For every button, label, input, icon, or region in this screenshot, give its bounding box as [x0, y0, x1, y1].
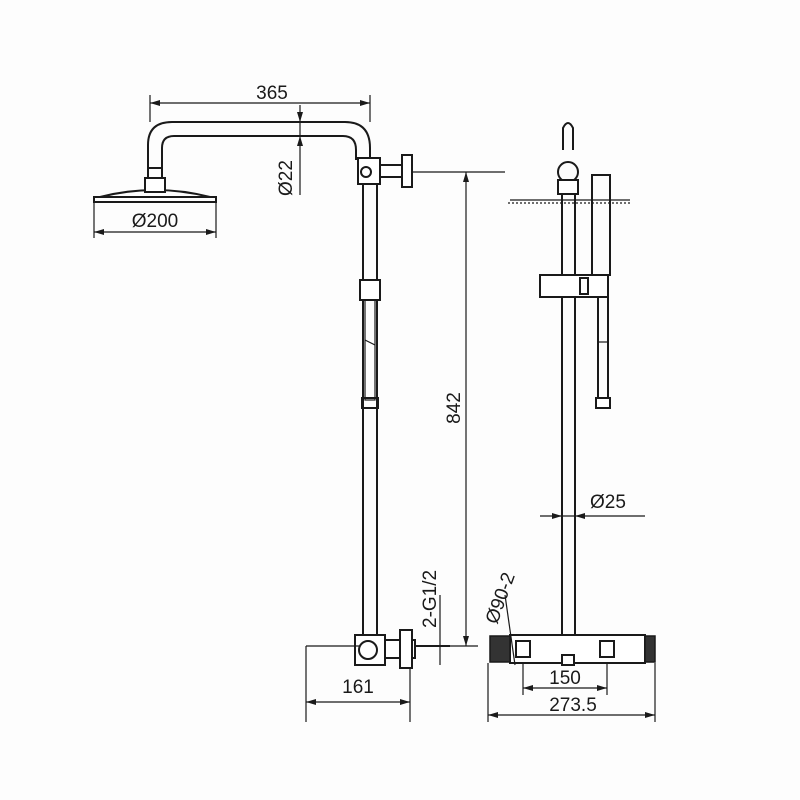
label-head-diameter: Ø200	[132, 211, 178, 232]
label-arm-length: 365	[256, 83, 288, 104]
label-center-spacing: 150	[549, 668, 581, 689]
dim-365	[149, 95, 371, 122]
dim-200	[93, 202, 217, 238]
label-arm-diameter: Ø22	[276, 160, 297, 196]
dim-842	[412, 171, 505, 647]
label-mixer-width: 273.5	[549, 695, 597, 716]
dim-25	[540, 513, 645, 519]
dim-2735	[487, 663, 656, 722]
label-inlet-angle: Ø90-2	[482, 570, 520, 627]
dim-22	[297, 105, 303, 195]
shower-arm	[147, 121, 371, 168]
label-riser-diameter: Ø25	[590, 492, 626, 513]
label-wall-offset: 161	[342, 677, 374, 698]
label-inlet-thread: 2-G1/2	[420, 570, 441, 628]
dim-90-2	[504, 594, 516, 666]
shower-head	[93, 167, 217, 203]
dim-161	[305, 645, 411, 722]
label-height: 842	[444, 392, 465, 424]
wall-bracket	[360, 154, 413, 188]
front-view	[489, 122, 656, 666]
riser-tube	[357, 157, 381, 635]
dim-150	[522, 662, 608, 695]
mixer-side	[354, 629, 450, 669]
